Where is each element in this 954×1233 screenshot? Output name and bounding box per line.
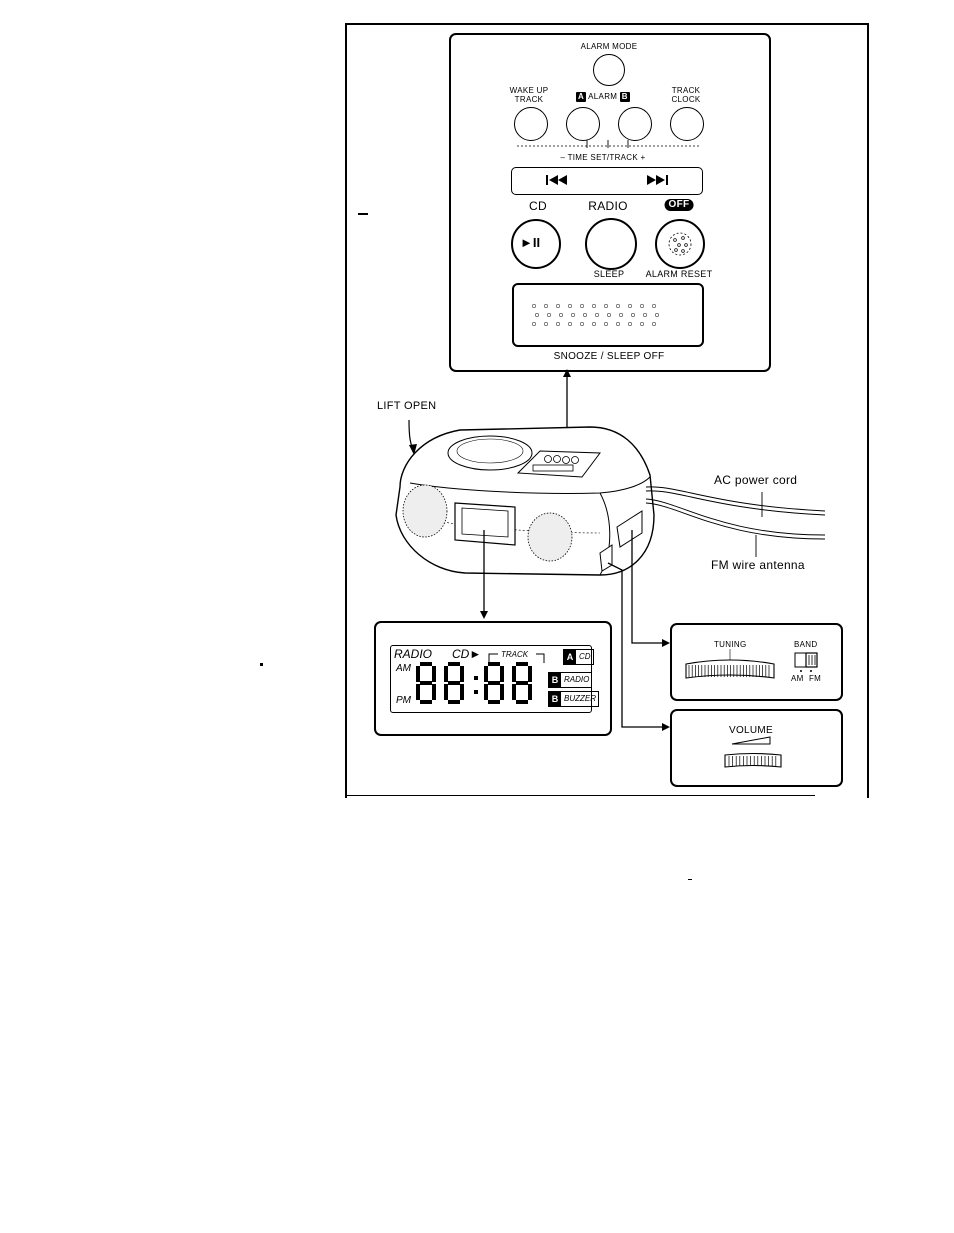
volume-label: VOLUME (728, 725, 774, 736)
alarm-a-button[interactable] (566, 107, 600, 141)
band-am-label: AM (791, 674, 804, 683)
volume-panel (670, 709, 843, 787)
snooze-sleep-off-label: SNOOZE / SLEEP OFF (553, 351, 665, 362)
track-skip-bar (511, 167, 703, 195)
lcd-radio-label: RADIO (394, 647, 433, 661)
lcd-ind-a: A (564, 650, 576, 664)
alarm-mode-button[interactable] (593, 54, 625, 86)
wake-up-track-button[interactable] (514, 107, 548, 141)
alarm-ab-label: A ALARM B (576, 92, 630, 102)
volume-dial[interactable] (723, 752, 783, 770)
control-panel (449, 33, 771, 372)
alarm-b-tag: B (619, 92, 630, 102)
scan-speck (358, 213, 368, 215)
time-set-track-label: – TIME SET/TRACK + (560, 153, 646, 162)
alarm-b-button[interactable] (618, 107, 652, 141)
band-switch[interactable] (792, 650, 822, 674)
lcd-indicator-a-cd: A CD (563, 649, 594, 665)
lcd-am-label: AM (396, 663, 411, 674)
figure-frame (345, 23, 869, 798)
lcd-indicator-b-buzzer: B BUZZER (548, 691, 599, 707)
off-alarm-reset-button[interactable] (655, 219, 705, 269)
off-pill: OFF (664, 199, 694, 211)
time-set-bracket (517, 140, 701, 148)
lcd-ind-buzzer: BUZZER (564, 694, 596, 703)
lcd-indicator-b-radio: B RADIO (548, 672, 593, 688)
lcd-digits (416, 662, 532, 704)
wake-up-track-label: WAKE UP TRACK (509, 86, 549, 104)
device-illustration (395, 369, 826, 731)
play-pause-icon: ►II (520, 235, 541, 250)
lcd-ind-b1: B (549, 673, 561, 687)
tuning-label: TUNING (714, 640, 747, 649)
scan-speck (260, 663, 263, 666)
alarm-mode-label: ALARM MODE (580, 42, 638, 51)
lcd-track-bracket (488, 653, 545, 663)
alarm-reset-dots-icon (668, 232, 692, 256)
next-track-icon[interactable] (645, 173, 671, 187)
track-clock-button[interactable] (670, 107, 704, 141)
alarm-reset-label: ALARM RESET (645, 269, 713, 279)
band-fm-label: FM (809, 674, 822, 683)
lift-open-label: LIFT OPEN (377, 400, 437, 412)
ac-power-cord-label: AC power cord (714, 473, 798, 487)
cd-play-pause-button[interactable]: ►II (511, 219, 561, 269)
lcd-ind-b2: B (549, 692, 561, 706)
lcd-ind-cd: CD (579, 652, 591, 661)
tuning-dial[interactable] (684, 648, 776, 682)
lcd-pm-label: PM (396, 695, 411, 706)
prev-track-icon[interactable] (545, 173, 571, 187)
alarm-label: ALARM (588, 92, 618, 101)
lcd-track-label: TRACK (501, 650, 529, 659)
off-label: OFF (664, 199, 694, 211)
frame-bottom-rule (345, 795, 815, 796)
scan-speck (688, 879, 692, 880)
lcd-ind-radio: RADIO (564, 675, 590, 684)
snooze-texture (531, 303, 660, 327)
radio-sleep-button[interactable] (585, 218, 637, 270)
radio-label: RADIO (588, 199, 628, 213)
volume-wedge-icon (731, 736, 771, 745)
sleep-label: SLEEP (593, 269, 625, 279)
cd-label: CD (529, 199, 547, 213)
track-clock-label: TRACK CLOCK (671, 86, 701, 104)
alarm-a-tag: A (576, 92, 587, 102)
band-label: BAND (794, 640, 818, 649)
snooze-bar[interactable] (512, 283, 704, 347)
fm-wire-antenna-label: FM wire antenna (711, 558, 805, 572)
lcd-cd-label: CD► (452, 647, 482, 661)
